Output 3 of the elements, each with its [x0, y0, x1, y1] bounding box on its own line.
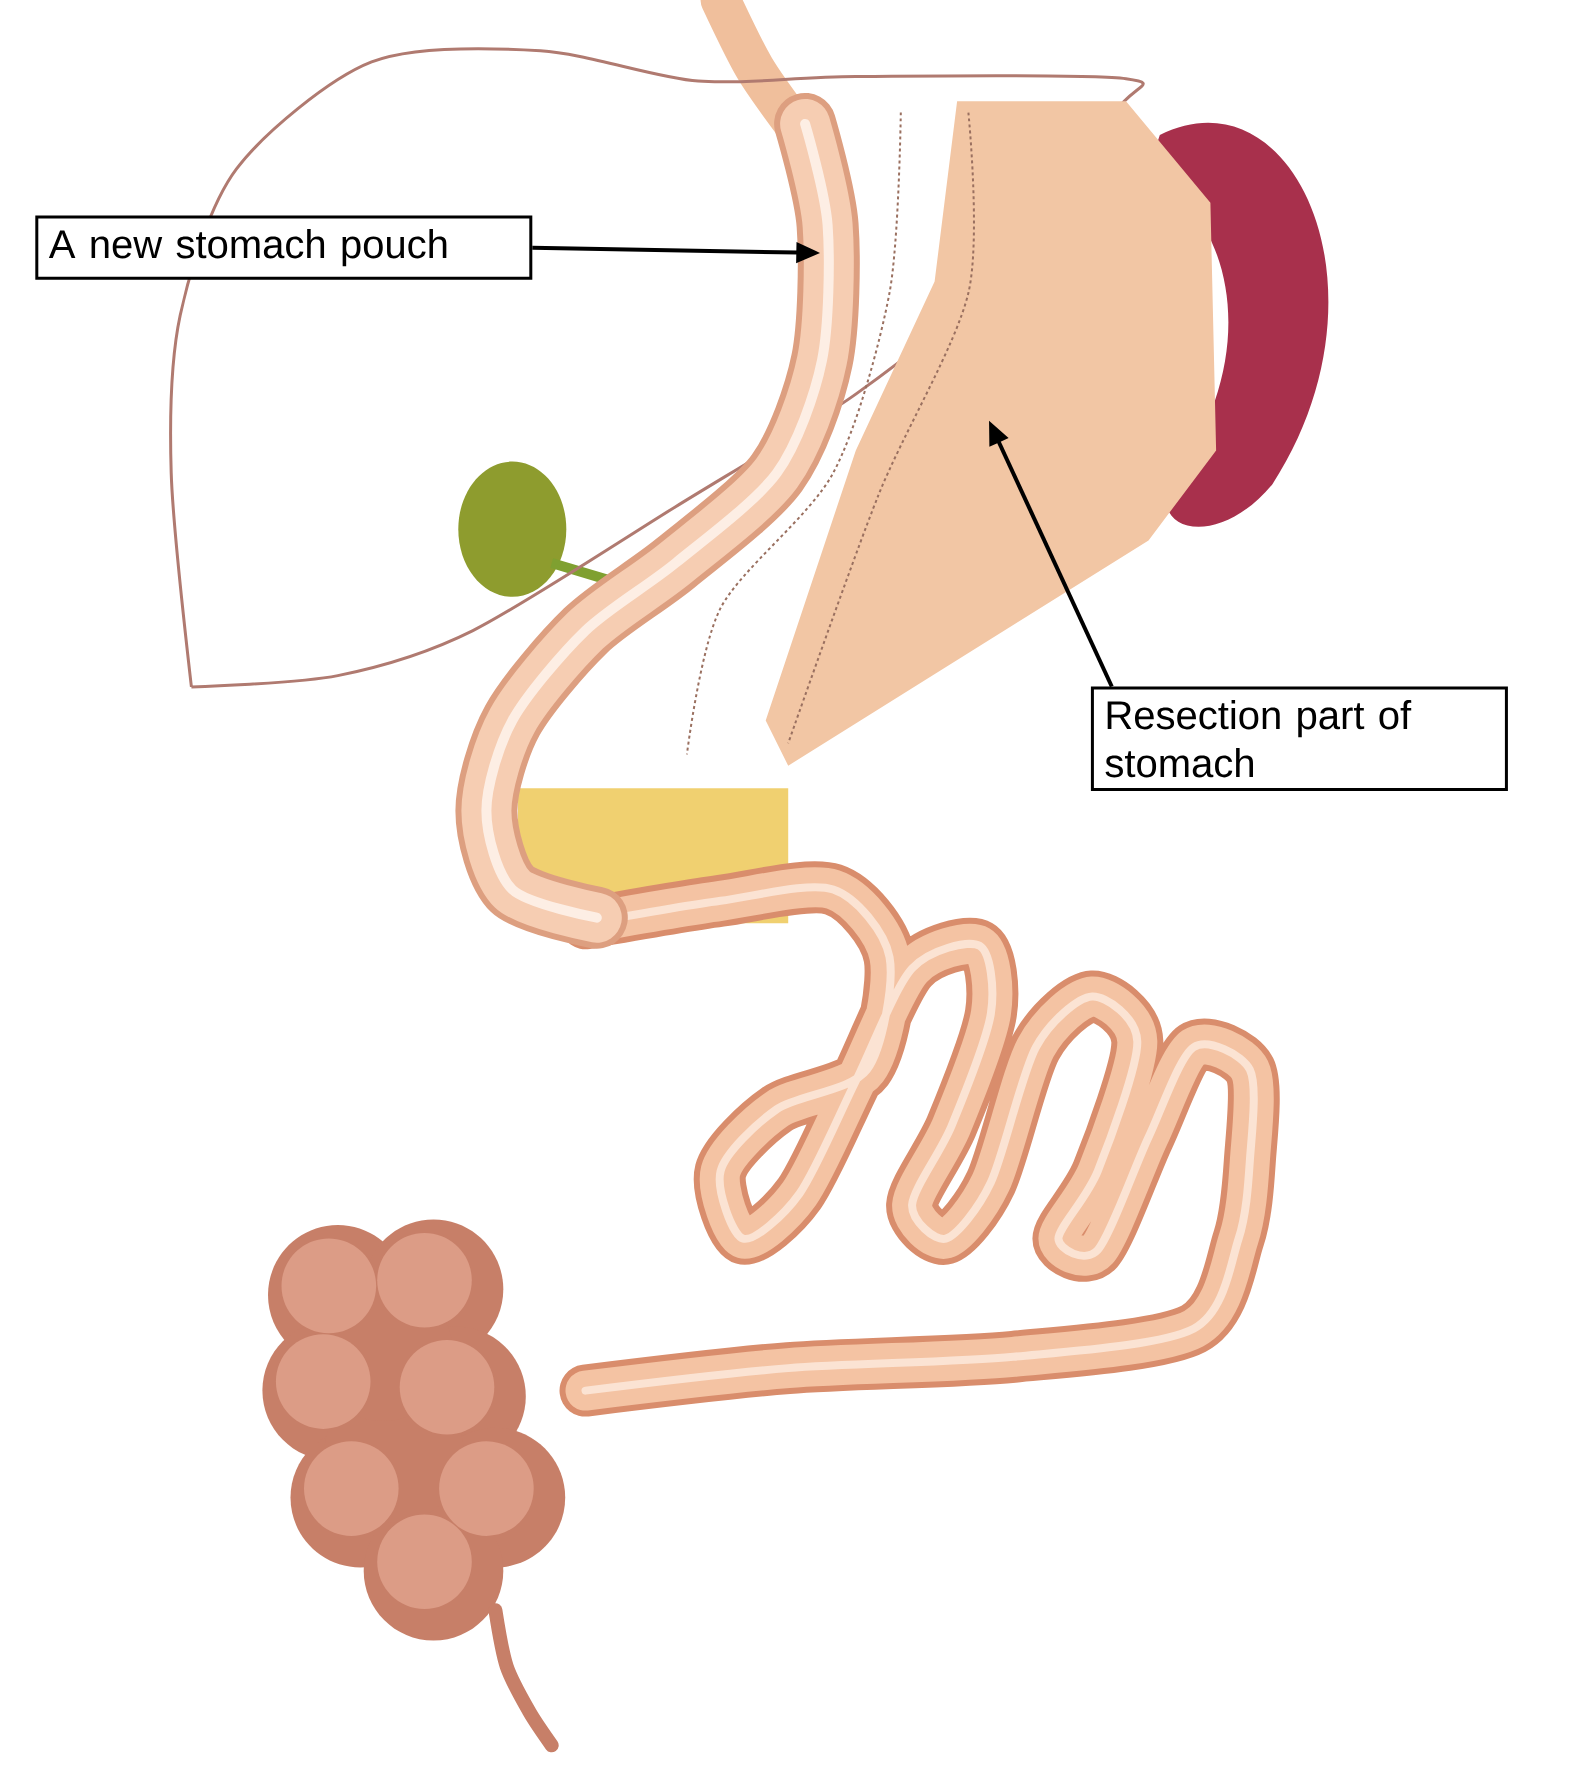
stomach-pouch [455, 92, 902, 949]
label-box: A new stomach pouch [35, 215, 533, 280]
label-box: Resection part of stomach [1090, 686, 1508, 791]
